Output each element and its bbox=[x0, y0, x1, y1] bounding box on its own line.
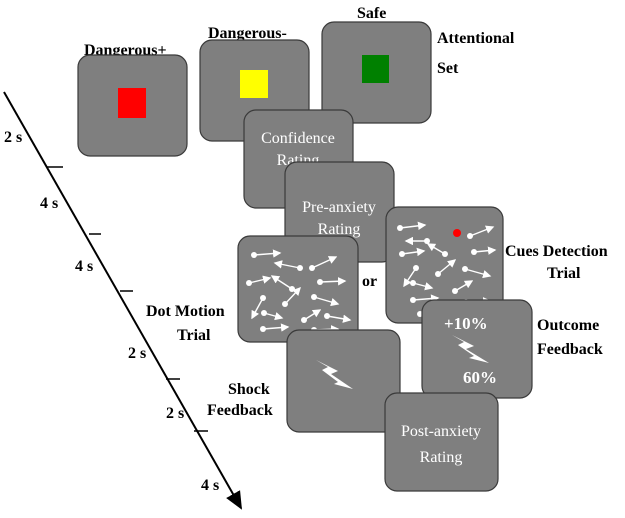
cues-detection-label: Cues Detection bbox=[505, 243, 608, 260]
cues-detection-screen bbox=[385, 206, 504, 324]
confidence-line1: Confidence bbox=[261, 130, 335, 147]
attentional-set-title: Attentional bbox=[437, 30, 515, 47]
duration-label: 2 s bbox=[128, 345, 146, 362]
duration-label: 2 s bbox=[4, 129, 22, 146]
cue-square-yellow bbox=[240, 70, 268, 98]
timeline: 2 s 4 s 4 s 2 s 2 s 4 s bbox=[3, 91, 242, 510]
timeline-axis bbox=[3, 91, 242, 510]
outcome-feedback-screen: +10% 60% bbox=[421, 299, 533, 399]
cue-label-dangerous-minus: Dangerous- bbox=[208, 25, 287, 42]
outcome-feedback-label: Feedback bbox=[537, 341, 603, 358]
post-anxiety-line1: Post-anxiety bbox=[401, 423, 481, 440]
attentional-set: Dangerous+ Dangerous- Safe Attentional S… bbox=[77, 5, 515, 157]
duration-label: 4 s bbox=[75, 258, 93, 275]
dot-motion-label: Dot Motion bbox=[146, 303, 225, 320]
attentional-set-title: Set bbox=[437, 60, 459, 77]
pre-anxiety-line1: Pre-anxiety bbox=[302, 199, 376, 216]
dot-motion-arrows bbox=[246, 249, 352, 334]
dot-motion-label: Trial bbox=[177, 327, 211, 344]
shock-feedback-screen bbox=[286, 329, 401, 433]
cue-square-red bbox=[118, 88, 146, 118]
post-anxiety-line2: Rating bbox=[420, 449, 463, 466]
shock-feedback-label: Shock bbox=[228, 381, 270, 398]
shock-feedback-label: Feedback bbox=[207, 402, 273, 419]
duration-label: 2 s bbox=[166, 405, 184, 422]
cue-label-safe: Safe bbox=[357, 5, 386, 22]
duration-label: 4 s bbox=[201, 477, 219, 494]
pre-anxiety-line2: Rating bbox=[318, 221, 361, 238]
post-anxiety-rating-screen: Post-anxiety Rating bbox=[384, 392, 499, 492]
cue-square-green bbox=[362, 55, 389, 83]
duration-label: 4 s bbox=[40, 195, 58, 212]
target-dot bbox=[453, 229, 461, 237]
or-label: or bbox=[362, 273, 377, 290]
dot-motion-screen bbox=[237, 235, 359, 343]
outcome-feedback-label: Outcome bbox=[537, 317, 599, 334]
outcome-top-value: +10% bbox=[444, 314, 488, 333]
cues-detection-label: Trial bbox=[547, 265, 581, 282]
outcome-bottom-value: 60% bbox=[463, 368, 497, 387]
